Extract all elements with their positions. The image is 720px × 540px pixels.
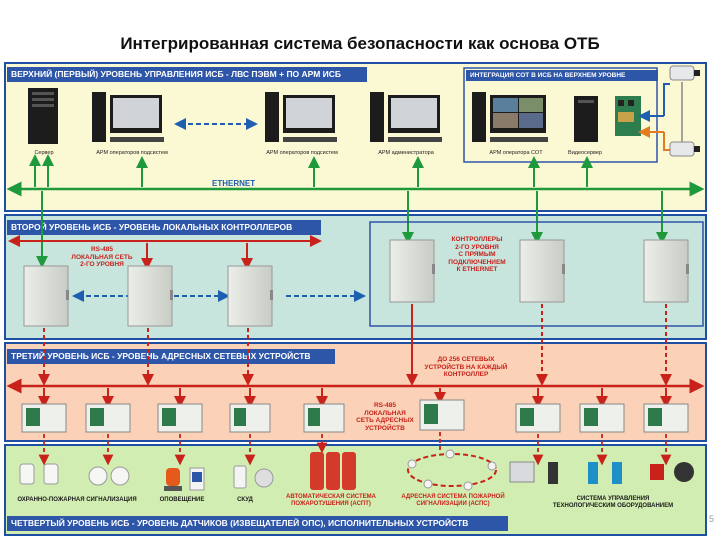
rs485-l2-line-1: RS-485 (90, 246, 114, 253)
admin-workstation (370, 92, 442, 142)
rs485-l2-line-3: 2-ГО УРОВНЯ (80, 261, 124, 268)
caption-access: СКУД (237, 497, 253, 503)
motion-sensor-2 (43, 463, 59, 485)
devices-note-line-3: КОНТРОЛЛЕР (443, 371, 489, 378)
controller-1 (23, 265, 69, 327)
rs485-l2-line-2: ЛОКАЛЬНАЯ СЕТЬ (71, 253, 133, 261)
level2-header: ВТОРОЙ УРОВЕНЬ ИСБ - УРОВЕНЬ ЛОКАЛЬНЫХ К… (7, 220, 321, 235)
devices-note-line-1: ДО 256 СЕТЕВЫХ (437, 356, 495, 363)
door-lock (254, 468, 274, 488)
loop-detector-5 (423, 479, 433, 489)
page-number: 5 (708, 514, 714, 524)
caption-ws1: АРМ операторов подсистем (96, 150, 168, 156)
loop-detector-2 (445, 449, 455, 459)
workstation-1 (92, 92, 164, 142)
tech-device-4 (612, 462, 622, 484)
caption-ws2: АРМ операторов подсистем (266, 150, 338, 156)
rs485-l3-line-4: УСТРОЙСТВ (365, 424, 405, 432)
tech-motor (674, 462, 694, 482)
strobe-light (164, 468, 182, 491)
camera-link-orange-down (663, 132, 670, 151)
page-title: Интегрированная система безопасности как… (120, 34, 600, 53)
address-fire-line-2: СИГНАЛИЗАЦИИ (АСПС) (416, 501, 490, 507)
tech-device-3 (588, 462, 598, 484)
controllers-note-line-5: К ETHERNET (456, 266, 498, 273)
controllers-note-line-1: КОНТРОЛЛЕРЫ (451, 236, 503, 243)
address-module-5 (303, 403, 345, 433)
siren (189, 467, 205, 491)
address-module-9 (643, 403, 689, 433)
card-reader (233, 465, 247, 489)
rs485-level3-note: RS-485 ЛОКАЛЬНАЯ СЕТЬ АДРЕСНЫХ УСТРОЙСТВ (352, 402, 418, 432)
controllers-note-line-4: ПОДКЛЮЧЕНИЕМ (448, 258, 506, 266)
tech-control-line-1: СИСТЕМА УПРАВЛЕНИЯ (576, 496, 650, 502)
level3-header: ТРЕТИЙ УРОВЕНЬ ИСБ - УРОВЕНЬ АДРЕСНЫХ СЕ… (7, 349, 335, 364)
caption-auto-fire: АВТОМАТИЧЕСКАЯ СИСТЕМА ПОЖАРОТУШЕНИЯ (АС… (280, 494, 382, 508)
integration-header: ИНТЕГРАЦИЯ СОТ В ИСБ НА ВЕРХНЕМ УРОВНЕ (466, 70, 658, 81)
auto-fire-line-1: АВТОМАТИЧЕСКАЯ СИСТЕМА (286, 494, 376, 500)
address-module-7 (515, 403, 561, 433)
server-tower (28, 88, 58, 144)
caption-admin: АРМ администратора (378, 150, 434, 156)
controllers-note: КОНТРОЛЛЕРЫ 2-ГО УРОВНЯ С ПРЯМЫМ ПОДКЛЮЧ… (442, 236, 512, 274)
level4-header: ЧЕТВЕРТЫЙ УРОВЕНЬ ИСБ - УРОВЕНЬ ДАТЧИКОВ… (7, 516, 508, 531)
address-module-8 (579, 403, 625, 433)
address-module-6 (419, 399, 465, 431)
loop-detector-1 (407, 459, 417, 469)
rs485-l3-line-3: СЕТЬ АДРЕСНЫХ (356, 417, 414, 424)
caption-server: Сервер (34, 150, 54, 156)
caption-address-fire: АДРЕСНАЯ СИСТЕМА ПОЖАРНОЙ СИГНАЛИЗАЦИИ (… (398, 494, 508, 508)
address-loop (407, 453, 497, 487)
caption-cctv: АРМ оператора СОТ (489, 150, 543, 156)
caption-videoserver: Видеосервер (568, 150, 602, 156)
camera-link-blue-up (663, 83, 670, 116)
extinguisher-cylinders (310, 452, 356, 490)
loop-detector-3 (487, 461, 497, 471)
loop-detector-4 (463, 481, 473, 491)
tech-device-2 (548, 462, 558, 484)
workstation-2 (265, 92, 337, 142)
controllers-note-line-2: 2-ГО УРОВНЯ (455, 243, 499, 251)
tech-control-line-2: ТЕХНОЛОГИЧЕСКИМ ОБОРУДОВАНИЕМ (552, 503, 674, 509)
rs485-level2-note: RS-485 ЛОКАЛЬНАЯ СЕТЬ 2-ГО УРОВНЯ (70, 246, 134, 269)
cctv-workstation (472, 92, 548, 142)
auto-fire-line-2: ПОЖАРОТУШЕНИЯ (АСПТ) (291, 501, 371, 507)
address-module-1 (21, 403, 67, 433)
controller-6 (643, 239, 689, 303)
controller-4 (389, 239, 435, 303)
rs485-l3-line-2: ЛОКАЛЬНАЯ (364, 409, 406, 417)
controller-3 (227, 265, 273, 327)
caption-notification: ОПОВЕЩЕНИЕ (159, 497, 205, 503)
camera-bottom (669, 141, 700, 157)
smoke-detector-2 (110, 466, 130, 486)
video-server (574, 96, 598, 142)
rs485-l3-line-1: RS-485 (373, 402, 397, 409)
level1-header: ВЕРХНИЙ (ПЕРВЫЙ) УРОВЕНЬ УПРАВЛЕНИЯ ИСБ … (7, 67, 367, 82)
address-module-4 (229, 403, 271, 433)
address-module-3 (157, 403, 203, 433)
tech-valve (650, 464, 664, 480)
video-capture-card (615, 96, 641, 136)
controller-5 (519, 239, 565, 303)
caption-fire-alarm: ОХРАННО-ПОЖАРНАЯ СИГНАЛИЗАЦИЯ (17, 497, 137, 503)
camera-top (669, 65, 700, 81)
ethernet-controllers-frame (369, 221, 704, 327)
controllers-note-line-3: С ПРЯМЫМ (458, 251, 496, 258)
devices-note-line-2: УСТРОЙСТВ НА КАЖДЫЙ (424, 363, 508, 371)
controller-2 (127, 265, 173, 327)
ethernet-label: ETHERNET (212, 179, 256, 188)
address-fire-line-1: АДРЕСНАЯ СИСТЕМА ПОЖАРНОЙ (401, 494, 505, 500)
caption-tech-control: СИСТЕМА УПРАВЛЕНИЯ ТЕХНОЛОГИЧЕСКИМ ОБОРУ… (548, 496, 678, 510)
address-module-2 (85, 403, 131, 433)
smoke-detector-1 (88, 466, 108, 486)
motion-sensor-1 (19, 463, 35, 485)
tech-device-1 (509, 461, 535, 483)
devices-note: ДО 256 СЕТЕВЫХ УСТРОЙСТВ НА КАЖДЫЙ КОНТР… (420, 356, 512, 379)
